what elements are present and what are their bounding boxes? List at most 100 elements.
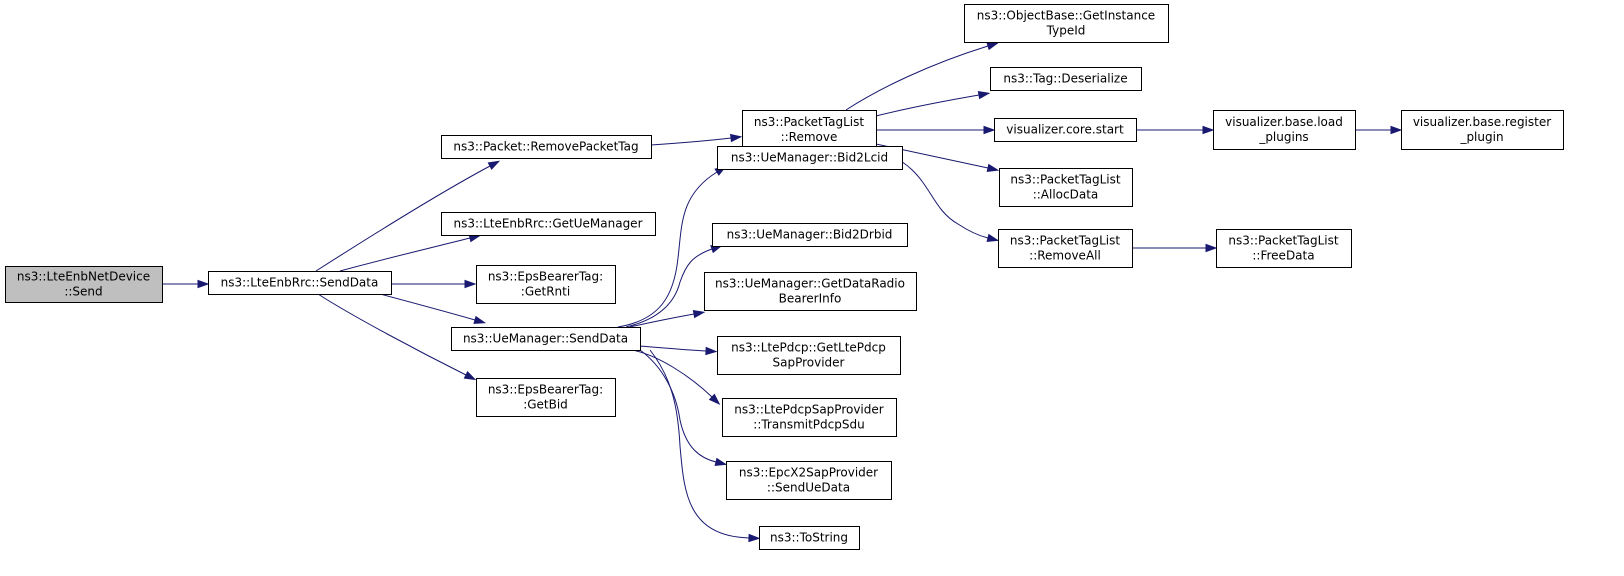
arrowhead-icon [983, 125, 996, 135]
node-box [717, 336, 901, 375]
node-uemanager-senddata[interactable]: ns3::UeManager::SendData [451, 327, 641, 351]
node-box [990, 67, 1142, 91]
arrowhead-icon [708, 393, 721, 405]
node-lteenbnetdevice-send[interactable]: ns3::LteEnbNetDevice::Send [5, 266, 163, 303]
node-epcx2sapprovider-senduedata[interactable]: ns3::EpcX2SapProvider::SendUeData [726, 461, 892, 500]
node-label: ::Remove [781, 130, 838, 144]
node-label: ns3::Packet::RemovePacketTag [453, 140, 638, 154]
node-label: ns3::LtePdcp::GetLtePdcp [731, 341, 886, 355]
node-box [964, 4, 1169, 43]
edge-line [317, 293, 467, 376]
node-label: ::TransmitPdcpSdu [753, 418, 864, 432]
edge-packettaglist-remove-to-tag-deserialize [875, 90, 991, 117]
edge-line [845, 45, 989, 111]
node-packet-removepackettag[interactable]: ns3::Packet::RemovePacketTag [441, 135, 652, 159]
node-label: ns3::LteEnbNetDevice [17, 270, 150, 284]
node-visualizer-base-load-plugins[interactable]: visualizer.base.load_plugins [1213, 110, 1356, 150]
edge-packet-removepackettag-to-packettaglist-remove [650, 133, 743, 146]
node-label: _plugins [1258, 130, 1308, 144]
arrowhead-icon [986, 163, 1000, 172]
node-tag-deserialize[interactable]: ns3::Tag::Deserialize [990, 67, 1142, 91]
node-label: ns3::UeManager::GetDataRadio [715, 277, 905, 291]
arrowhead-icon [748, 533, 761, 543]
node-box [476, 265, 616, 304]
arrowhead-icon [197, 279, 210, 289]
node-tostring[interactable]: ns3::ToString [759, 526, 860, 550]
edge-line [875, 94, 980, 117]
node-label: ns3::ObjectBase::GetInstance [977, 9, 1155, 23]
node-uemanager-bid2lcid[interactable]: ns3::UeManager::Bid2Lcid [717, 146, 903, 170]
edge-lteenbnetdevice-send-to-lteenbrrc-senddata [162, 279, 210, 289]
node-label: ns3::LteEnbRrc::GetUeManager [454, 217, 643, 231]
node-label: ns3::UeManager::Bid2Drbid [727, 228, 893, 242]
arrowhead-icon [464, 279, 477, 289]
node-packettaglist-removeall[interactable]: ns3::PacketTagList::RemoveAll [998, 229, 1133, 268]
node-label: :GetRnti [521, 285, 570, 299]
node-label: BearerInfo [779, 292, 842, 306]
node-label: SapProvider [773, 356, 845, 370]
arrowhead-icon [1202, 125, 1215, 135]
node-label: ::RemoveAll [1029, 249, 1101, 263]
edge-lteenbrrc-senddata-to-uemanager-senddata [379, 293, 487, 324]
arrowhead-icon [986, 42, 999, 51]
node-label: visualizer.base.register [1413, 115, 1551, 129]
node-epsbearertag-getbid[interactable]: ns3::EpsBearerTag::GetBid [476, 378, 616, 417]
node-ltepdcpsapprovider-transmitpdcpsdu[interactable]: ns3::LtePdcpSapProvider::TransmitPdcpSdu [722, 398, 897, 437]
edge-line [379, 293, 476, 321]
node-box [1216, 229, 1352, 268]
node-label: ns3::LtePdcpSapProvider [734, 403, 883, 417]
edge-uemanager-senddata-to-ltepdcpsapprovider-transmitpdcpsdu [631, 349, 721, 405]
node-box [722, 398, 897, 437]
edge-line [631, 349, 713, 398]
node-packettaglist-freedata[interactable]: ns3::PacketTagList::FreeData [1216, 229, 1352, 268]
node-box [712, 223, 908, 247]
node-visualizer-core-start[interactable]: visualizer.core.start [994, 118, 1137, 142]
edge-lteenbrrc-senddata-to-packet-removepackettag [315, 160, 501, 272]
nodes-layer: ns3::LteEnbNetDevice::Send ns3::LteEnbRrc… [5, 4, 1564, 550]
arrowhead-icon [730, 133, 743, 143]
node-box [476, 378, 616, 417]
edge-packettaglist-remove-to-objectbase-getinstancetypeid [845, 42, 999, 111]
edge-uemanager-senddata-to-ltepdcp-getltepdcpsapprovider [639, 345, 718, 356]
node-box [441, 212, 656, 236]
node-label: ::FreeData [1252, 249, 1314, 263]
edge-lteenbrrc-senddata-to-epsbearertag-getrnti [391, 279, 477, 289]
node-label: ::Send [64, 285, 102, 299]
node-box [208, 271, 392, 295]
node-box [5, 266, 163, 303]
arrowhead-icon [977, 90, 991, 100]
node-visualizer-base-register-plugin[interactable]: visualizer.base.register_plugin [1401, 110, 1564, 150]
node-label: _plugin [1459, 130, 1503, 144]
edge-line [875, 148, 989, 239]
edge-line [650, 137, 732, 146]
edge-uemanager-senddata-to-tostring [649, 349, 761, 543]
node-label: ::SendUeData [767, 481, 850, 495]
node-label: ns3::PacketTagList [1228, 234, 1338, 248]
node-box [704, 272, 917, 311]
node-box [759, 526, 860, 550]
node-lteenbrrc-getuemanager[interactable]: ns3::LteEnbRrc::GetUeManager [441, 212, 656, 236]
node-box [1213, 110, 1356, 150]
node-lteenbrrc-senddata[interactable]: ns3::LteEnbRrc::SendData [208, 271, 392, 295]
edge-uemanager-senddata-to-epcx2sapprovider-senduedata [639, 349, 728, 466]
node-label: :GetBid [523, 398, 568, 412]
edge-line [339, 237, 471, 272]
node-label: TypeId [1046, 24, 1086, 38]
node-packettaglist-allocdata[interactable]: ns3::PacketTagList::AllocData [999, 168, 1133, 207]
node-label: ns3::PacketTagList [1010, 234, 1120, 248]
edge-visualizer-base-load-plugins-to-visualizer-base-register-plugin [1355, 125, 1403, 135]
edge-line [639, 345, 707, 352]
node-packettaglist-remove[interactable]: ns3::PacketTagList::Remove [742, 110, 877, 150]
edge-packettaglist-remove-to-visualizer-core-start [876, 125, 996, 135]
node-label: ns3::EpsBearerTag: [488, 270, 603, 284]
node-epsbearertag-getrnti[interactable]: ns3::EpsBearerTag::GetRnti [476, 265, 616, 304]
edge-lteenbrrc-senddata-to-epsbearertag-getbid [317, 293, 477, 381]
node-uemanager-bid2drbid[interactable]: ns3::UeManager::Bid2Drbid [712, 223, 908, 247]
node-box [726, 461, 892, 500]
node-label: ns3::PacketTagList [1010, 173, 1120, 187]
node-label: ::AllocData [1033, 188, 1099, 202]
edge-line [617, 171, 718, 328]
